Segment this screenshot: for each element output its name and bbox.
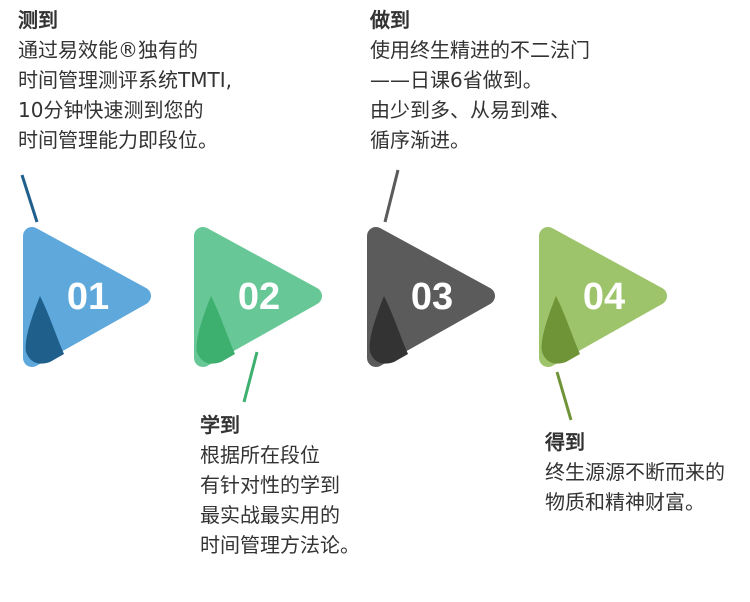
step-arrow-02: 02 — [193, 226, 328, 368]
step-number: 04 — [582, 275, 626, 318]
step-line: 由少到多、从易到难、 — [370, 98, 570, 122]
step-line: 时间管理测评系统TMTI, — [18, 68, 232, 92]
connector-line-01 — [20, 174, 39, 223]
step-title: 做到 — [370, 8, 410, 32]
step-arrow-01: 01 — [22, 226, 157, 368]
fold-shape — [369, 296, 408, 364]
step-line: 时间管理方法论。 — [200, 533, 360, 557]
step-line: 循序渐进。 — [370, 128, 470, 152]
step-arrow-03: 03 — [366, 226, 501, 368]
step-text-03: 做到 使用终生精进的不二法门 ——日课6省做到。 由少到多、从易到难、 循序渐进… — [370, 5, 590, 155]
step-line: 通过易效能®独有的 — [18, 38, 198, 62]
step-line: 终生源源不断而来的 — [545, 460, 725, 484]
connector-line-03 — [383, 169, 400, 223]
step-line: ——日课6省做到。 — [370, 68, 543, 92]
step-title: 测到 — [18, 8, 58, 32]
step-line: 物质和精神财富。 — [545, 490, 705, 514]
step-line: 10分钟快速测到您的 — [18, 98, 204, 122]
step-line: 根据所在段位 — [200, 443, 320, 467]
step-line: 最实战最实用的 — [200, 503, 340, 527]
step-line: 使用终生精进的不二法门 — [370, 38, 590, 62]
connector-line-04 — [555, 371, 573, 421]
fold-shape — [541, 296, 580, 364]
fold-shape — [25, 296, 64, 364]
step-number: 02 — [237, 275, 281, 318]
step-text-01: 测到 通过易效能®独有的 时间管理测评系统TMTI, 10分钟快速测到您的 时间… — [18, 5, 232, 155]
step-number: 03 — [410, 275, 454, 318]
step-text-02: 学到 根据所在段位 有针对性的学到 最实战最实用的 时间管理方法论。 — [200, 410, 360, 560]
step-line: 有针对性的学到 — [200, 473, 340, 497]
fold-shape — [196, 296, 235, 364]
step-text-04: 得到 终生源源不断而来的 物质和精神财富。 — [545, 427, 725, 517]
step-number: 01 — [66, 275, 110, 318]
step-arrow-04: 04 — [538, 226, 673, 368]
connector-line-02 — [242, 351, 259, 403]
step-title: 学到 — [200, 413, 240, 437]
step-title: 得到 — [545, 430, 585, 454]
step-line: 时间管理能力即段位。 — [18, 128, 218, 152]
